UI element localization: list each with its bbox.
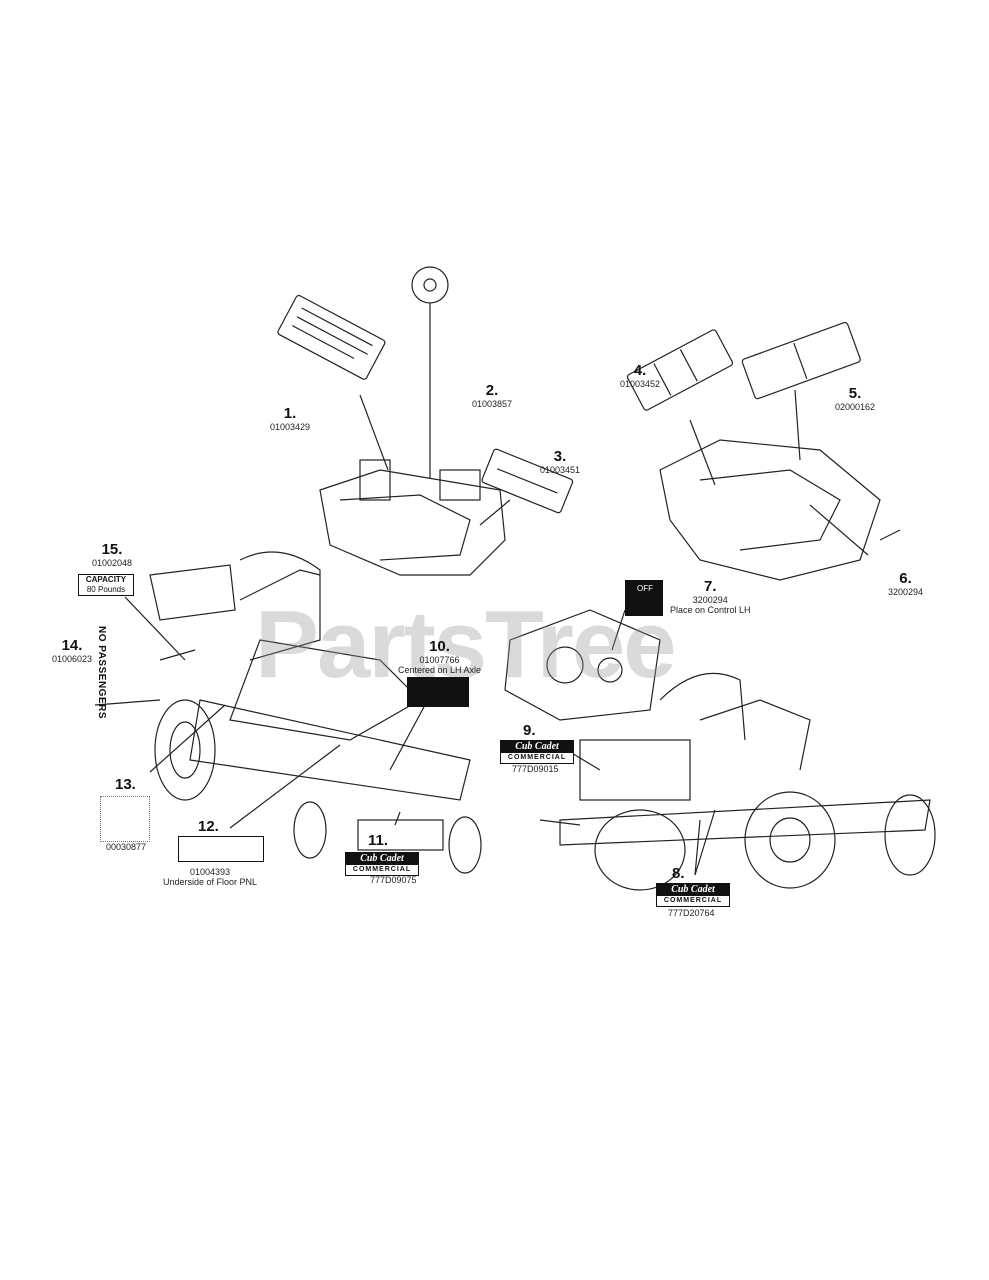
decal-3-drawing xyxy=(481,448,574,514)
callout-10: 10. 01007766 Centered on LH Axle xyxy=(398,638,481,675)
callout-9-pn: 777D09015 xyxy=(512,764,559,774)
callout-7: 7. 3200294 Place on Control LH xyxy=(670,578,751,615)
part-number: 3200294 xyxy=(692,595,728,605)
leader-line-3 xyxy=(479,499,511,526)
logo-sub: COMMERCIAL xyxy=(352,866,412,873)
leader-line-5 xyxy=(794,389,801,461)
placement-note: Underside of Floor PNL xyxy=(163,877,258,887)
decal-13-art xyxy=(100,796,150,842)
decal-4-drawing xyxy=(626,329,734,411)
callout-number: 8. xyxy=(672,865,685,882)
engine-drawing xyxy=(504,609,661,721)
leader-line-10 xyxy=(389,704,426,771)
callout-11-pn: 777D09075 xyxy=(370,875,417,885)
callout-number: 10. xyxy=(429,638,450,655)
cub-cadet-logo-8: Cub Cadet COMMERCIAL xyxy=(656,883,730,907)
leader-line-14 xyxy=(159,649,196,661)
callout-number: 1. xyxy=(283,405,297,422)
part-number: 01003857 xyxy=(472,399,513,409)
callout-8-pn: 777D20764 xyxy=(668,908,715,918)
control-console-drawing xyxy=(319,266,506,576)
leader-line-8b xyxy=(694,819,701,876)
callout-number: 7. xyxy=(704,578,717,595)
callout-13: 13. xyxy=(115,776,136,793)
leader-line-4 xyxy=(689,419,716,486)
callout-6: 6. 3200294 xyxy=(888,570,923,597)
callout-4: 4. 01003452 xyxy=(620,362,660,389)
cub-cadet-logo-9: Cub Cadet COMMERCIAL xyxy=(500,740,574,764)
decal-1-drawing xyxy=(277,294,386,380)
callout-number: 4. xyxy=(633,362,647,379)
part-number: 01003452 xyxy=(620,379,661,389)
capacity-decal: CAPACITY 80 Pounds xyxy=(78,574,134,596)
no-passengers-decal: NO PASSENGERS xyxy=(96,626,107,719)
callout-13-pn: 00030877 xyxy=(106,842,146,852)
leader-line-12 xyxy=(229,744,341,829)
part-number: 01003429 xyxy=(270,422,311,432)
right-mower-drawing xyxy=(539,672,936,891)
cub-cadet-logo-11: Cub Cadet COMMERCIAL xyxy=(345,852,419,876)
part-number: 00030877 xyxy=(106,842,147,852)
callout-8: 8. xyxy=(672,865,685,882)
part-number: 02000162 xyxy=(835,402,876,412)
part-number: 01006023 xyxy=(52,654,93,664)
callout-number: 2. xyxy=(485,382,499,399)
placement-note: Centered on LH Axle xyxy=(398,665,482,675)
left-mower-drawing xyxy=(94,551,482,874)
callout-number: 13. xyxy=(115,776,136,793)
callout-5: 5. 02000162 xyxy=(835,385,875,412)
leader-line-15 xyxy=(124,596,186,661)
callout-15: 15. 01002048 xyxy=(92,541,132,568)
off-decal: OFF xyxy=(625,580,663,616)
leader-line-6 xyxy=(809,504,869,556)
part-number: 01007766 xyxy=(419,655,460,665)
callout-number: 9. xyxy=(523,722,536,739)
part-number: 01002048 xyxy=(92,558,133,568)
logo-brand: Cub Cadet xyxy=(501,741,573,753)
leader-line-9 xyxy=(569,751,601,771)
part-number: 3200294 xyxy=(888,587,924,597)
callout-number: 12. xyxy=(198,818,219,835)
leader-line-11 xyxy=(394,811,401,826)
part-number: 01003451 xyxy=(540,465,581,475)
seat-pan-drawing xyxy=(659,439,901,581)
callout-2: 2. 01003857 xyxy=(472,382,512,409)
logo-sub: COMMERCIAL xyxy=(663,897,723,904)
callout-number: 11. xyxy=(368,832,389,849)
leader-line-1 xyxy=(359,394,389,471)
decal-12-art xyxy=(178,836,264,862)
off-label: OFF xyxy=(637,584,653,593)
decal-10-art xyxy=(407,677,469,707)
callout-12-pn: 01004393 Underside of Floor PNL xyxy=(163,867,257,887)
part-number: 777D20764 xyxy=(668,908,715,918)
capacity-value: 80 Pounds xyxy=(86,585,126,594)
capacity-title: CAPACITY xyxy=(85,575,127,584)
part-number: 777D09075 xyxy=(370,875,417,885)
callout-12: 12. xyxy=(198,818,219,835)
callout-1: 1. 01003429 xyxy=(270,405,310,432)
decal-5-drawing xyxy=(741,321,861,400)
leader-line-13 xyxy=(149,704,226,773)
placement-note: Place on Control LH xyxy=(670,605,751,615)
callout-3: 3. 01003451 xyxy=(540,448,580,475)
leader-line-7 xyxy=(611,609,626,651)
callout-number: 15. xyxy=(101,541,123,558)
callout-number: 3. xyxy=(553,448,567,465)
callout-9: 9. xyxy=(523,722,536,739)
callout-number: 14. xyxy=(61,637,83,654)
part-number: 01004393 xyxy=(190,867,231,877)
callout-number: 6. xyxy=(899,570,912,587)
callout-11: 11. xyxy=(368,832,388,849)
logo-brand: Cub Cadet xyxy=(346,853,418,865)
logo-brand: Cub Cadet xyxy=(657,884,729,896)
logo-sub: COMMERCIAL xyxy=(507,754,567,761)
leader-line-8a xyxy=(694,809,716,876)
part-number: 777D09015 xyxy=(512,764,559,774)
callout-14: 14. 01006023 xyxy=(52,637,92,664)
callout-number: 5. xyxy=(848,385,862,402)
